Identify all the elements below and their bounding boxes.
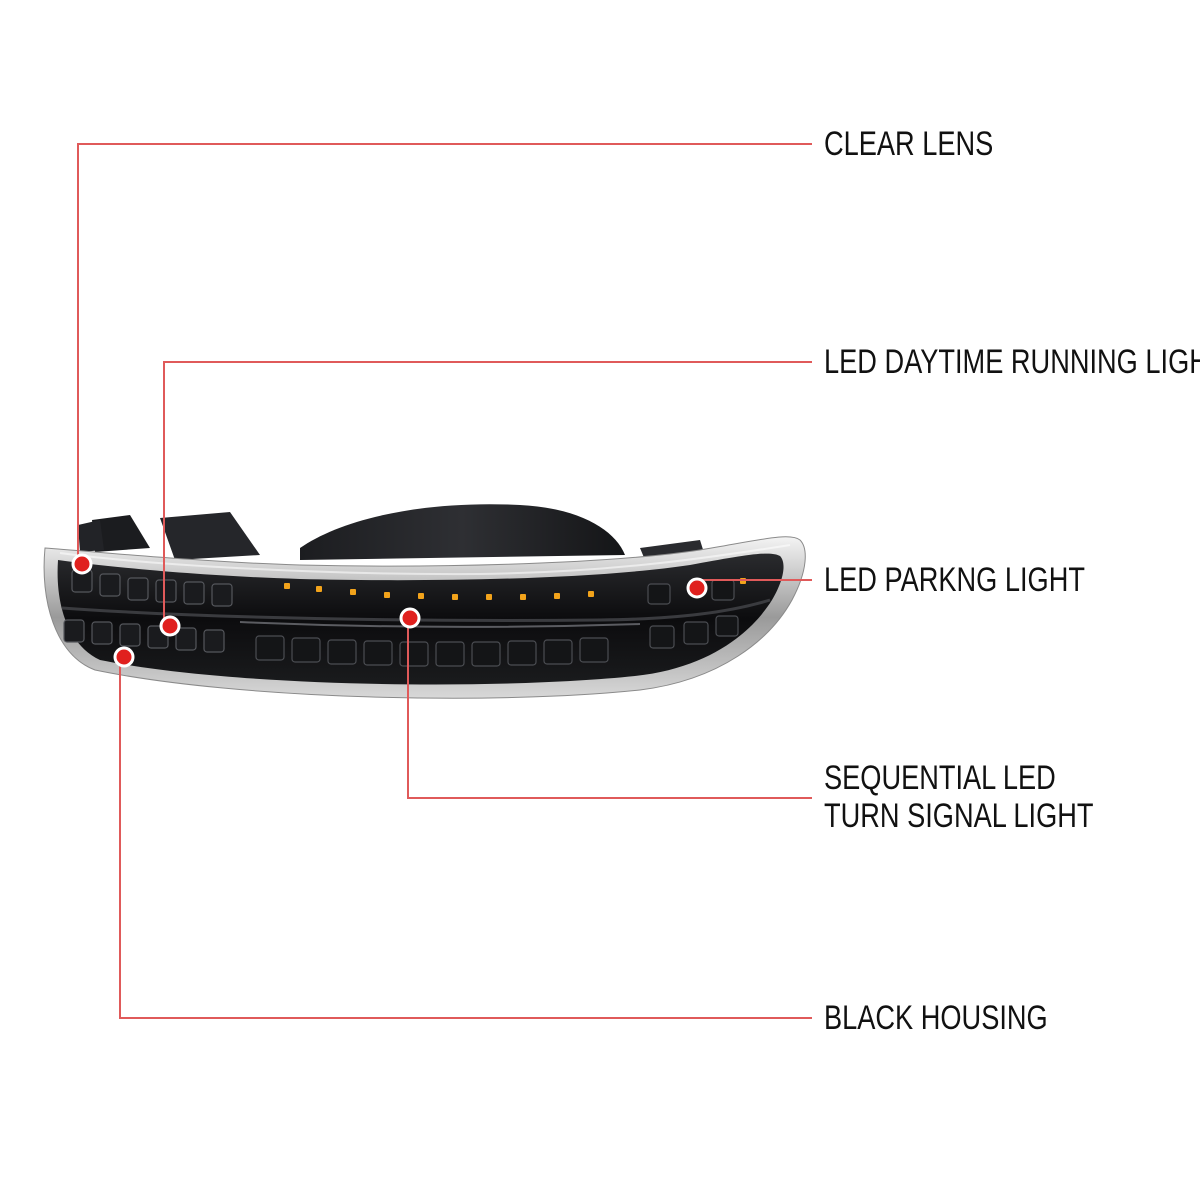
leader-lines <box>77 143 812 1019</box>
lens-highlight <box>59 544 791 576</box>
leader-clear-lens <box>77 143 812 564</box>
parking-led-cups <box>647 579 735 605</box>
mount-bracket-mid <box>160 512 260 560</box>
drl-led-cluster <box>63 569 233 653</box>
callout-black-housing: BLACK HOUSING <box>824 999 1048 1037</box>
leader-drl <box>163 361 812 626</box>
callout-turn-signal: SEQUENTIAL LED TURN SIGNAL LIGHT <box>824 759 1094 835</box>
callout-turn-signal-line2: TURN SIGNAL LIGHT <box>824 797 1094 835</box>
leader-turn-signal <box>407 618 812 799</box>
row-divider <box>61 598 771 622</box>
mount-bracket-left <box>92 515 150 552</box>
callout-dots <box>71 553 708 668</box>
rear-housing-shell <box>300 504 625 560</box>
lower-led-row <box>255 615 739 667</box>
leader-housing <box>119 657 812 1019</box>
callout-drl: LED DAYTIME RUNNING LIGHT <box>824 343 1200 381</box>
mount-tab-left <box>78 520 104 552</box>
dot-parking <box>686 577 708 599</box>
callout-parking-light: LED PARKNG LIGHT <box>824 561 1085 599</box>
dot-drl <box>159 615 181 637</box>
row-divider-light <box>239 621 641 628</box>
dot-turn-signal <box>399 607 421 629</box>
callout-turn-signal-line1: SEQUENTIAL LED <box>824 759 1056 797</box>
callout-clear-lens: CLEAR LENS <box>824 125 994 163</box>
dot-housing <box>113 646 135 668</box>
dot-clear-lens <box>71 553 93 575</box>
